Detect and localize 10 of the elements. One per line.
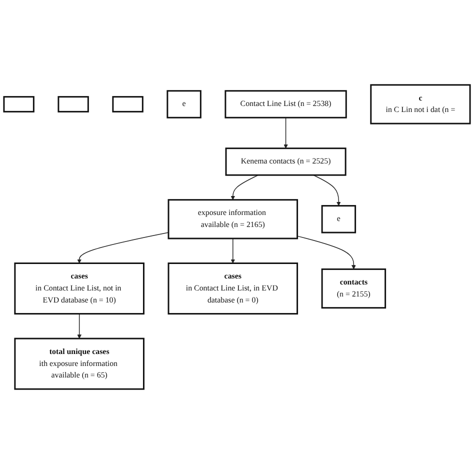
arrow [284, 117, 288, 149]
node-box [58, 96, 89, 112]
arrow [296, 236, 356, 270]
arrow [230, 238, 236, 264]
node-box [3, 96, 34, 112]
node-box [112, 96, 144, 112]
arrow [77, 313, 82, 339]
arrow [77, 232, 169, 264]
arrow [312, 174, 341, 206]
arrow [230, 174, 259, 200]
